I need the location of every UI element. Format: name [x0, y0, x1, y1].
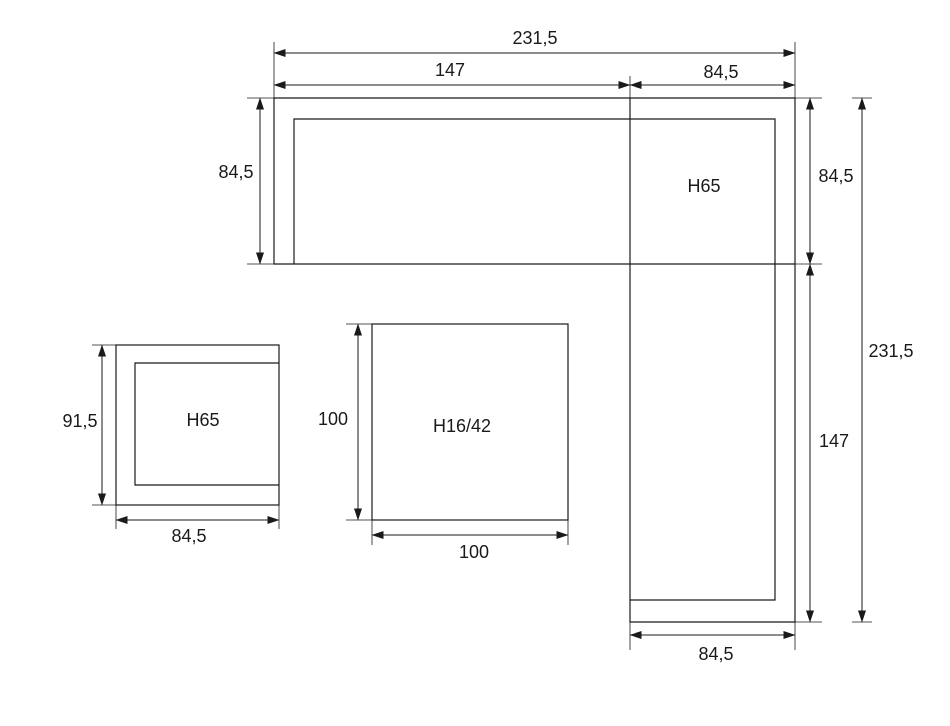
- chair-width-label: 84,5: [171, 526, 206, 546]
- short-side-length-dimension: 147: [795, 263, 849, 623]
- armchair: H65: [115, 344, 280, 506]
- chair-height-label: H65: [186, 410, 219, 430]
- corner-depth-label: 84,5: [818, 166, 853, 186]
- sofa-inner-seat-outline: [293, 118, 776, 601]
- chair-depth-label: 91,5: [62, 411, 97, 431]
- corner-width-label: 84,5: [703, 62, 738, 82]
- corner-depth-dimension: 84,5: [795, 97, 854, 265]
- overall-depth-label: 231,5: [868, 341, 913, 361]
- corner-height-label: H65: [687, 176, 720, 196]
- armchair-outline: [115, 344, 280, 506]
- long-side-depth-dimension: 84,5: [218, 97, 274, 265]
- long-side-depth-label: 84,5: [218, 162, 253, 182]
- table-height-label: H16/42: [433, 416, 491, 436]
- long-side-width-dimension: 147: [273, 60, 631, 98]
- chair-depth-dimension: 91,5: [62, 344, 116, 506]
- table-outline: [371, 323, 569, 521]
- short-side-length-label: 147: [819, 431, 849, 451]
- overall-width-label: 231,5: [512, 28, 557, 48]
- short-side-width-dimension: 84,5: [629, 622, 796, 664]
- long-side-width-label: 147: [435, 60, 465, 80]
- corner-sofa: H65: [273, 97, 796, 623]
- table-width-label: 100: [459, 542, 489, 562]
- coffee-table: H16/42: [371, 323, 569, 521]
- chair-width-dimension: 84,5: [115, 505, 280, 546]
- corner-width-dimension: 84,5: [629, 62, 796, 89]
- overall-depth-dimension: 231,5: [852, 97, 914, 623]
- table-width-dimension: 100: [371, 520, 569, 562]
- overall-width-dimension: 231,5: [273, 28, 796, 98]
- table-depth-label: 100: [318, 409, 348, 429]
- short-side-width-label: 84,5: [698, 644, 733, 664]
- table-depth-dimension: 100: [318, 323, 372, 521]
- armchair-inner-seat-outline: [134, 362, 279, 486]
